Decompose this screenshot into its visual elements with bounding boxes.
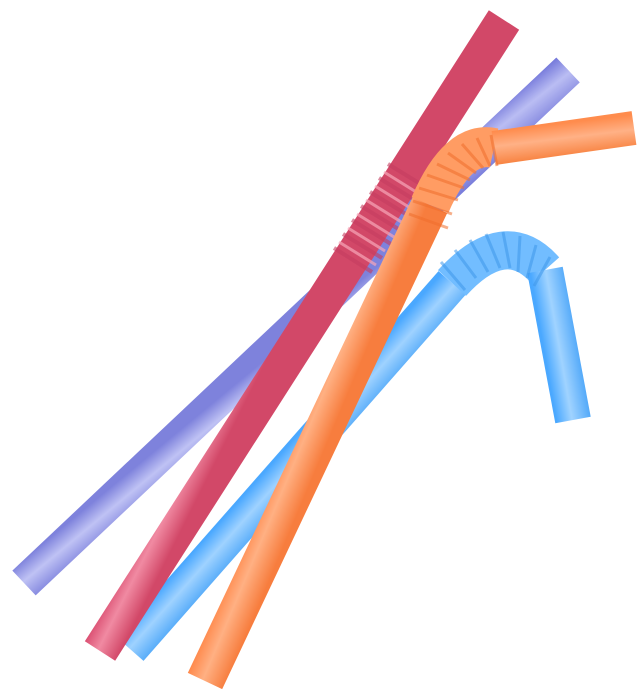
blue-straw-short-section (527, 266, 591, 424)
orange-straw-short-section (491, 111, 637, 165)
pink-straw-body (84, 10, 520, 661)
pink-straw-ridges (332, 162, 429, 274)
orange-straw (187, 111, 637, 690)
pink-straw (84, 10, 520, 661)
orange-straw-long-section (187, 196, 448, 690)
blue-straw-bend (437, 231, 560, 297)
blue-straw-ridges (439, 231, 552, 291)
orange-straw-ridges (408, 134, 499, 230)
pink-straw-ridge-highlights (338, 170, 422, 267)
